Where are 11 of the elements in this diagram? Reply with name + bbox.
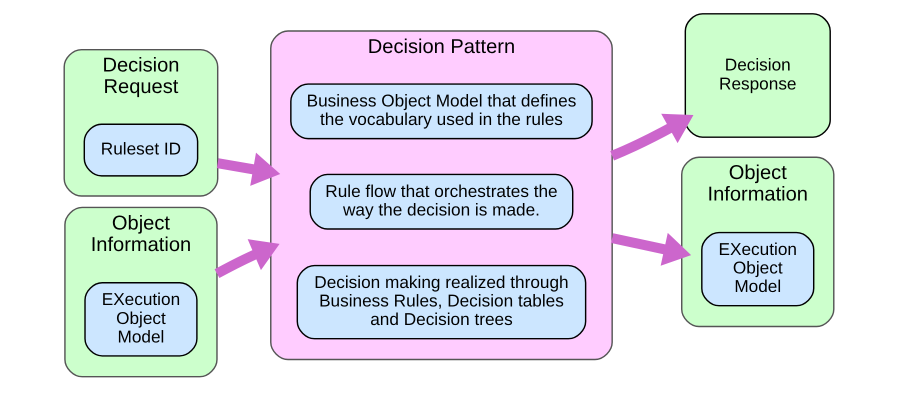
node-box: Business Object Model that defines the vocabulary used in the rules (290, 83, 593, 140)
node-box: Ruleset ID (84, 124, 198, 177)
arrow (611, 232, 692, 266)
node-box: Decision making realized through Business Rules, Decision tables and Decision trees (296, 264, 586, 340)
node-box: Rule flow that orchestrates the way the decision is made. (310, 174, 574, 230)
arrow (610, 114, 694, 160)
node-box: Decision Response (684, 13, 831, 138)
node-box: EXecution Object Model (84, 282, 198, 357)
arrow (214, 239, 280, 278)
node-box: EXecution Object Model (701, 232, 814, 306)
arrow (216, 152, 280, 186)
